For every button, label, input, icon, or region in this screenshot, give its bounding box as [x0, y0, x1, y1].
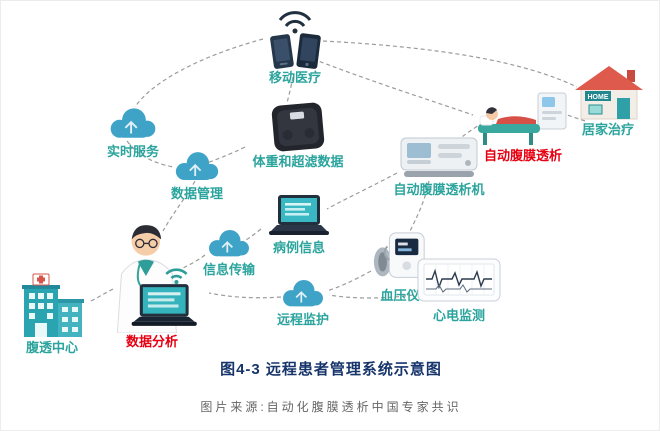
node-info-transmission: 信息传输 — [191, 227, 267, 277]
connector-line — [180, 254, 206, 270]
connector-line — [328, 294, 414, 299]
connector-line — [322, 40, 578, 88]
doctor-laptop-icon — [116, 225, 197, 333]
node-label: 数据管理 — [170, 186, 223, 201]
node-label: 自动腹膜透析 — [483, 148, 562, 163]
node-label: 血压仪 — [380, 288, 420, 303]
figure-title: 图4-3 远程患者管理系统示意图 — [220, 361, 442, 378]
cloud-icon — [170, 149, 224, 185]
connector-line — [206, 146, 246, 164]
connector-line — [326, 270, 372, 292]
hospital-icon — [22, 273, 84, 337]
node-label: 信息传输 — [202, 262, 255, 277]
dialysis-machine-icon — [400, 137, 478, 177]
node-label: 实时服务 — [106, 144, 159, 159]
smartphones-wifi-icon — [270, 11, 321, 69]
node-home-treatment: HOME 居家治疗 — [565, 61, 651, 137]
node-label: 腹透中心 — [25, 340, 78, 355]
body-scale-icon — [271, 102, 325, 152]
connector-line — [208, 292, 282, 299]
cloud-icon — [277, 277, 329, 311]
connector-line — [286, 76, 294, 104]
connector-line — [326, 172, 398, 210]
node-bp-monitor: 血压仪 — [361, 229, 439, 303]
node-auto-pd-home: 自动腹膜透析 — [471, 91, 575, 163]
connector-line — [408, 180, 430, 234]
cloud-icon — [104, 105, 162, 143]
node-apd-machine: 自动腹膜透析机 — [381, 135, 497, 197]
node-label: 远程监护 — [276, 312, 329, 327]
node-label: 居家治疗 — [581, 122, 634, 137]
node-label: 体重和超滤数据 — [252, 154, 344, 169]
node-label: 病例信息 — [272, 240, 325, 255]
node-ecg-monitor: 心电监测 — [411, 257, 507, 323]
node-label: 数据分析 — [125, 334, 178, 349]
laptop-icon — [269, 195, 329, 235]
connector-line — [134, 38, 264, 108]
connector-line — [126, 140, 174, 168]
node-remote-monitoring: 远程监护 — [263, 277, 343, 327]
node-label: 自动腹膜透析机 — [393, 182, 485, 197]
node-realtime-service: 实时服务 — [95, 105, 171, 159]
ecg-monitor-icon — [417, 258, 501, 302]
node-data-management: 数据管理 — [159, 149, 235, 201]
node-data-analysis: 数据分析 — [93, 221, 211, 349]
node-case-info: 病例信息 — [257, 193, 341, 255]
patient-bed-machine-icon — [478, 92, 567, 145]
connector-line — [236, 228, 262, 246]
node-label: 心电监测 — [432, 308, 485, 323]
node-pd-center: 腹透中心 — [9, 273, 95, 355]
connector-line — [162, 180, 196, 232]
node-mobile-medical: 移动医疗 — [253, 7, 337, 85]
home-sign-text: HOME — [588, 94, 609, 101]
figure-source: 图片来源:自动化腹膜透析中国专家共识 — [200, 400, 462, 414]
blood-pressure-monitor-icon — [373, 232, 425, 278]
node-label: 移动医疗 — [268, 70, 321, 85]
connector-line — [90, 288, 114, 302]
house-icon: HOME — [575, 66, 643, 120]
node-weight-data: 体重和超滤数据 — [235, 101, 361, 169]
connector-line — [550, 108, 586, 122]
